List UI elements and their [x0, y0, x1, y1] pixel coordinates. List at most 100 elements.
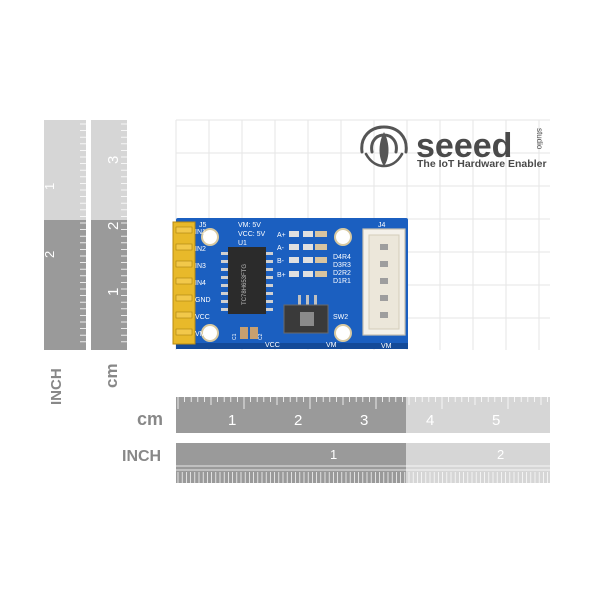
- silk-bottom-vcc: VCC: [265, 342, 280, 349]
- left-cm-number-3: 3: [105, 156, 122, 164]
- header-pin: [175, 260, 193, 268]
- header-pin: [175, 277, 193, 285]
- mounting-hole: [201, 324, 219, 342]
- ic-leg: [221, 308, 229, 311]
- connector-pin: [380, 261, 388, 267]
- header-pin: [175, 294, 193, 302]
- led: [289, 271, 299, 277]
- silk-pin-vcc: VCC: [195, 314, 210, 321]
- bottom-cm-number-3: 3: [360, 412, 368, 429]
- ic-leg: [265, 308, 273, 311]
- switch-knob: [300, 312, 314, 326]
- ic-leg: [265, 276, 273, 279]
- left-inch-ruler-bottom: [44, 220, 86, 350]
- bottom-inch-number-1: 1: [330, 447, 337, 462]
- ic-leg: [221, 268, 229, 271]
- silk-vm-5v: VM: 5V: [238, 222, 261, 229]
- left-inch-unit: INCH: [48, 368, 65, 405]
- silk-d3r3: D3R3: [333, 262, 351, 269]
- silk-pin-in3: IN3: [195, 263, 206, 270]
- ic-leg: [221, 284, 229, 287]
- silk-led-b-plus: B+: [277, 272, 286, 279]
- left-rulers: 1 2 1 2 3 INCH cm: [42, 120, 127, 405]
- silk-led-b-minus: B-: [277, 258, 285, 265]
- resistor: [315, 231, 327, 237]
- left-cm-number-1: 1: [105, 288, 122, 296]
- bottom-inch-unit: INCH: [122, 448, 161, 465]
- bottom-cm-number-5: 5: [492, 412, 500, 429]
- ic-leg: [221, 252, 229, 255]
- header-pin: [175, 243, 193, 251]
- bottom-cm-number-1: 1: [228, 412, 236, 429]
- silk-led-a-minus: A-: [277, 245, 285, 252]
- silk-j5: J5: [199, 222, 207, 229]
- left-inch-number-1: 1: [42, 183, 57, 190]
- bottom-cm-ruler-dark: [176, 397, 406, 433]
- indicator-leds: [289, 231, 327, 277]
- slide-switch-sw2: [283, 295, 329, 334]
- ic-leg: [221, 300, 229, 303]
- left-cm-number-2: 2: [105, 222, 122, 230]
- stepper-driver-board: J5 IN1 IN2 IN3 IN4 GND VCC VM VM: 5V VCC…: [172, 218, 408, 350]
- ic-leg: [221, 260, 229, 263]
- connector-pin: [380, 278, 388, 284]
- silk-d4r4: D4R4: [333, 254, 351, 261]
- resistor: [315, 244, 327, 250]
- header-pin: [175, 226, 193, 234]
- driver-ic: TC78H653FTG: [221, 247, 273, 314]
- silk-bottom-vm: VM: [326, 342, 337, 349]
- ic-leg: [265, 284, 273, 287]
- left-inch-ruler-top: [44, 120, 86, 220]
- brand-tagline: The IoT Hardware Enabler: [417, 158, 547, 170]
- silk-j4: J4: [378, 222, 386, 229]
- silk-pin-vm: VM: [195, 331, 206, 338]
- silk-pin-in2: IN2: [195, 246, 206, 253]
- brand-name: seeed: [416, 127, 512, 165]
- silk-vcc-5v: VCC: 5V: [238, 231, 266, 238]
- resistor: [315, 271, 327, 277]
- seeed-leaf-logo-icon: [360, 125, 408, 168]
- left-inch-number-2: 2: [42, 251, 57, 258]
- mounting-hole: [334, 324, 352, 342]
- led: [289, 231, 299, 237]
- header-pin: [175, 328, 193, 336]
- mounting-hole: [334, 228, 352, 246]
- silk-led-a-plus: A+: [277, 232, 286, 239]
- silk-d2r2: D2R2: [333, 270, 351, 277]
- silk-pin-gnd: GND: [195, 297, 211, 304]
- connector-pin: [380, 244, 388, 250]
- mounting-hole: [201, 228, 219, 246]
- bottom-cm-ruler-light: [406, 397, 550, 433]
- connector-pins: [380, 244, 388, 318]
- connector-pin: [380, 312, 388, 318]
- ic-marking: TC78H653FTG: [242, 264, 248, 305]
- bottom-rulers: cm INCH 1 2 3 4 5 1 2: [122, 397, 550, 483]
- led: [303, 231, 313, 237]
- ic-leg: [265, 292, 273, 295]
- capacitor-c2: [250, 327, 258, 339]
- brand-vertical-tag: studio: [535, 128, 544, 150]
- silk-c2: C2: [258, 333, 264, 340]
- bottom-cm-unit: cm: [137, 409, 163, 429]
- ic-leg: [265, 268, 273, 271]
- left-cm-ruler-bottom: [91, 220, 127, 350]
- led: [289, 257, 299, 263]
- capacitor-c1: [240, 327, 248, 339]
- silk-d1r1: D1R1: [333, 278, 351, 285]
- ic-legs: [221, 252, 273, 311]
- bottom-inch-number-2: 2: [497, 447, 504, 462]
- bottom-inch-ruler-dark: [176, 443, 406, 483]
- header-pins: [175, 226, 193, 336]
- ic-leg: [221, 292, 229, 295]
- motor-connector-j4: [362, 228, 406, 336]
- led: [303, 271, 313, 277]
- led: [289, 244, 299, 250]
- left-cm-unit: cm: [102, 363, 121, 388]
- header-pin: [175, 311, 193, 319]
- silk-pin-in4: IN4: [195, 280, 206, 287]
- ic-leg: [265, 252, 273, 255]
- connector-pin: [380, 295, 388, 301]
- silk-pin-in1: IN1: [195, 229, 206, 236]
- silk-right-vm: VM: [381, 343, 392, 350]
- ic-leg: [221, 276, 229, 279]
